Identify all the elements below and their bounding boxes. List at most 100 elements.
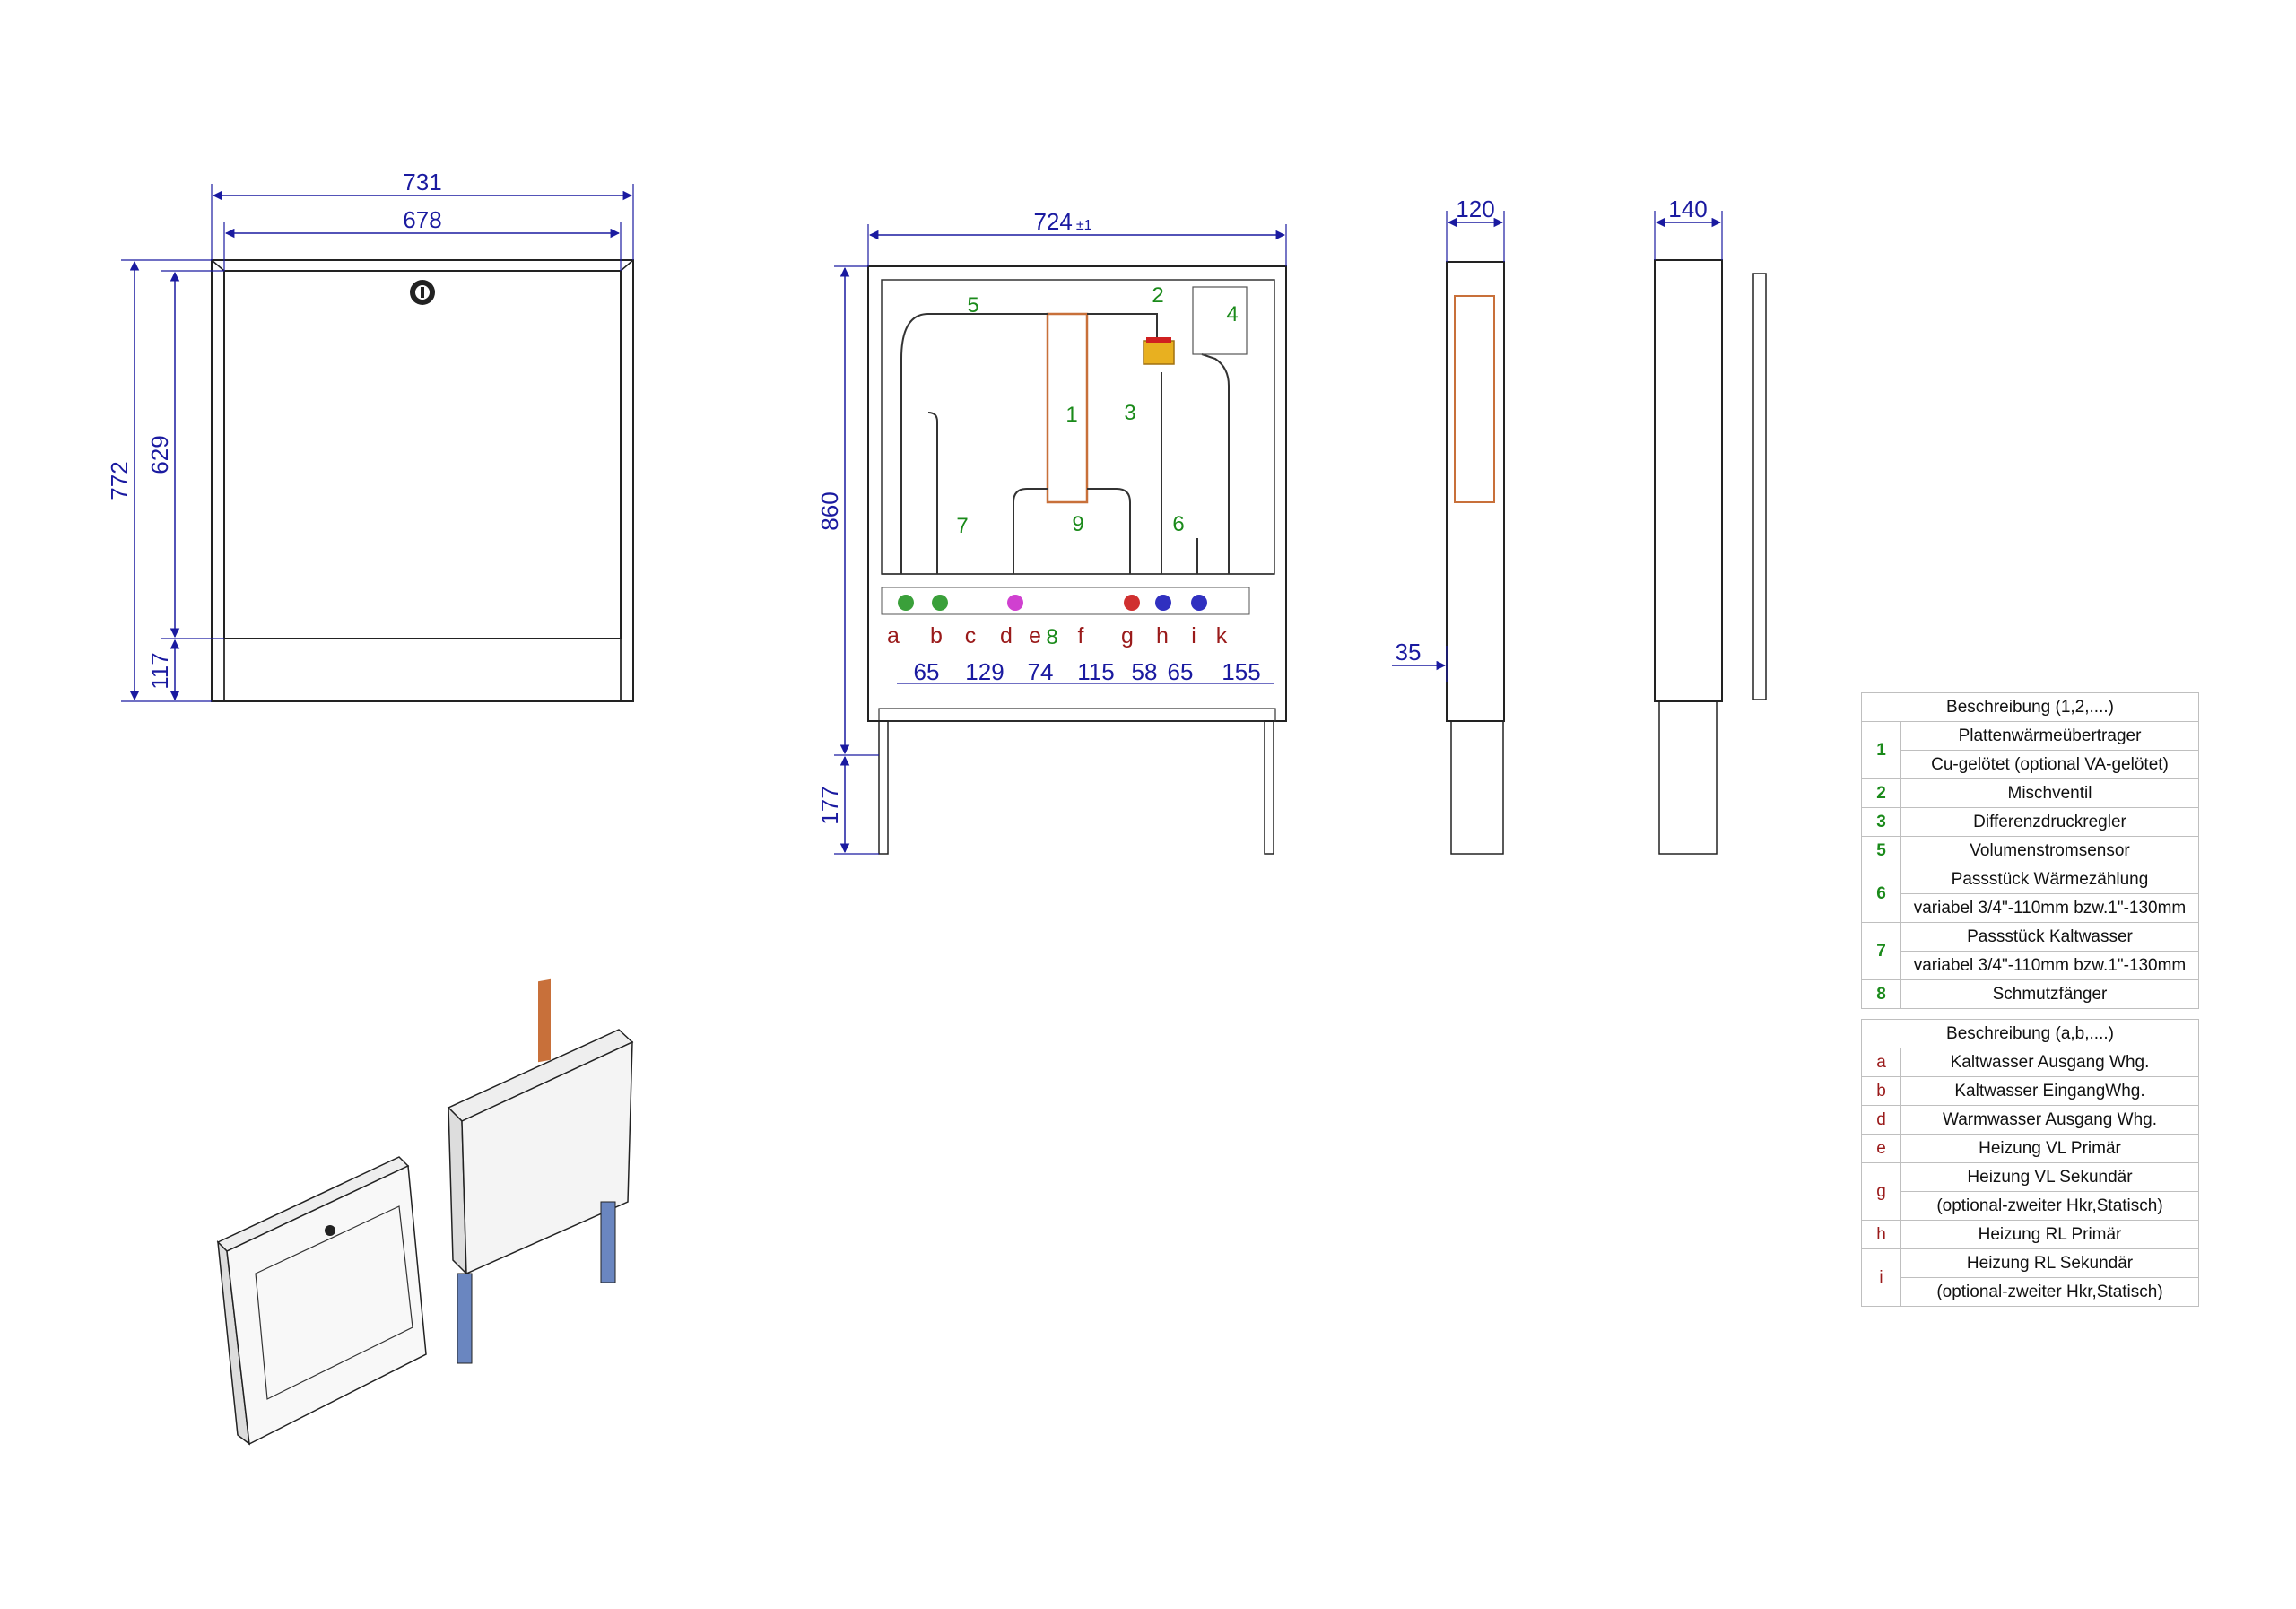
legend-letters-key: d (1861, 1105, 1901, 1135)
connection-letter-d: d (1000, 623, 1013, 648)
legend-letters-key: g (1861, 1162, 1901, 1221)
dim-inner-width: 678 (403, 206, 441, 233)
legend-numbers-description: variabel 3/4"-110mm bzw.1"-130mm (1900, 893, 2199, 923)
legend-numbers-key: 8 (1861, 979, 1901, 1009)
component-number-8: 8 (1046, 625, 1057, 649)
side-view-closed: 140 (1654, 196, 1767, 855)
dim-depth-b: 140 (1668, 196, 1707, 222)
legend-letters-description: Kaltwasser Ausgang Whg. (1900, 1048, 2199, 1077)
dim-outer-width: 731 (403, 169, 441, 196)
connection-letter-b: b (930, 623, 943, 648)
spacing-dim-2: 129 (965, 658, 1004, 685)
connection-letter-g: g (1121, 623, 1134, 648)
dim-total-height: 772 (106, 461, 133, 500)
legend-letters-description: Heizung RL Primär (1900, 1220, 2199, 1249)
legend-letters-description: Heizung RL Sekundär (1900, 1248, 2199, 1278)
legend-numbers-description: Passstück Wärmezählung (1900, 865, 2199, 894)
legend-letters-key: e (1861, 1134, 1901, 1163)
legend-numbers-description: Mischventil (1900, 778, 2199, 808)
legend-letters-description: Warmwasser Ausgang Whg. (1900, 1105, 2199, 1135)
side-view-open: 120 35 (1392, 196, 1505, 855)
connection-letter-e: e (1029, 623, 1041, 648)
front-view: 731 678 772 629 117 (106, 169, 634, 702)
iso-view-open (447, 978, 634, 1364)
legend-numbers-key: 5 (1861, 836, 1901, 865)
legend-numbers-description: Cu-gelötet (optional VA-gelötet) (1900, 750, 2199, 779)
legend-numbers-description: Passstück Kaltwasser (1900, 922, 2199, 952)
connection-letter-c: c (965, 623, 977, 648)
legend-numbers-description: variabel 3/4"-110mm bzw.1"-130mm (1900, 951, 2199, 980)
legend-letters-description: Heizung VL Primär (1900, 1134, 2199, 1163)
component-number-5: 5 (967, 293, 978, 317)
legend-numbers-key: 3 (1861, 807, 1901, 837)
legend-letters-key: b (1861, 1076, 1901, 1106)
connection-letter-f: f (1078, 623, 1084, 648)
spacing-dim-7: 155 (1222, 658, 1260, 685)
dim-width: 724±1 (1033, 208, 1091, 235)
legend-numbers-row: Cu-gelötet (optional VA-gelötet) (1862, 750, 2199, 779)
mixing-valve (1143, 340, 1175, 365)
dim-door-height: 629 (146, 435, 173, 474)
spacing-dim-6: 65 (1168, 658, 1194, 685)
legend-numbers-key: 1 (1861, 721, 1901, 779)
legend-numbers-description: Differenzdruckregler (1900, 807, 2199, 837)
legend-letters-description: (optional-zweiter Hkr,Statisch) (1900, 1277, 2199, 1307)
component-number-1: 1 (1065, 403, 1077, 427)
legend-numbers-row: variabel 3/4"-110mm bzw.1"-130mm (1862, 951, 2199, 980)
dim-height: 860 (816, 491, 843, 530)
legend-numbers-description: Volumenstromsensor (1900, 836, 2199, 865)
lock-icon (410, 280, 435, 305)
connection-letter-a: a (887, 623, 900, 648)
connection-letter-i: i (1191, 623, 1196, 648)
connection-letter-h: h (1156, 623, 1169, 648)
spacing-dim-1: 65 (914, 658, 940, 685)
legend-numbers-key: 7 (1861, 922, 1901, 980)
spacing-dim-3: 74 (1028, 658, 1054, 685)
legend-letters-key: a (1861, 1048, 1901, 1077)
component-number-2: 2 (1152, 283, 1163, 308)
dim-offset: 35 (1396, 639, 1422, 665)
connection-letter-k: k (1216, 623, 1228, 648)
heat-exchanger (1046, 312, 1089, 504)
dim-leg: 177 (816, 786, 843, 824)
component-number-4: 4 (1226, 302, 1238, 326)
component-number-3: 3 (1124, 401, 1135, 425)
component-number-9: 9 (1072, 512, 1083, 536)
dim-depth-a: 120 (1456, 196, 1494, 222)
spacing-dim-4: 115 (1077, 658, 1114, 685)
legend-letters-description: Kaltwasser EingangWhg. (1900, 1076, 2199, 1106)
open-view: 724±1 860 177 1 2 3 4 5 6 7 8 9 a b c d … (816, 208, 1287, 855)
legend-numbers-key: 6 (1861, 865, 1901, 923)
dim-bottom: 117 (146, 652, 173, 689)
legend-letters-key: h (1861, 1220, 1901, 1249)
legend-letters-row: (optional-zweiter Hkr,Statisch) (1862, 1191, 2199, 1221)
legend-letters-row: (optional-zweiter Hkr,Statisch) (1862, 1277, 2199, 1307)
spacing-dim-5: 58 (1132, 658, 1158, 685)
legend-letters-key: i (1861, 1248, 1901, 1307)
legend-letters-header: Beschreibung (a,b,....) (1861, 1019, 2199, 1048)
legend-letters-description: (optional-zweiter Hkr,Statisch) (1900, 1191, 2199, 1221)
legend-numbers-header: Beschreibung (1,2,....) (1861, 692, 2199, 722)
component-number-7: 7 (956, 514, 968, 538)
legend-numbers-description: Plattenwärmeübertrager (1900, 721, 2199, 751)
legend-numbers-key: 2 (1861, 778, 1901, 808)
iso-view-closed (216, 1156, 427, 1446)
legend-letters-description: Heizung VL Sekundär (1900, 1162, 2199, 1192)
